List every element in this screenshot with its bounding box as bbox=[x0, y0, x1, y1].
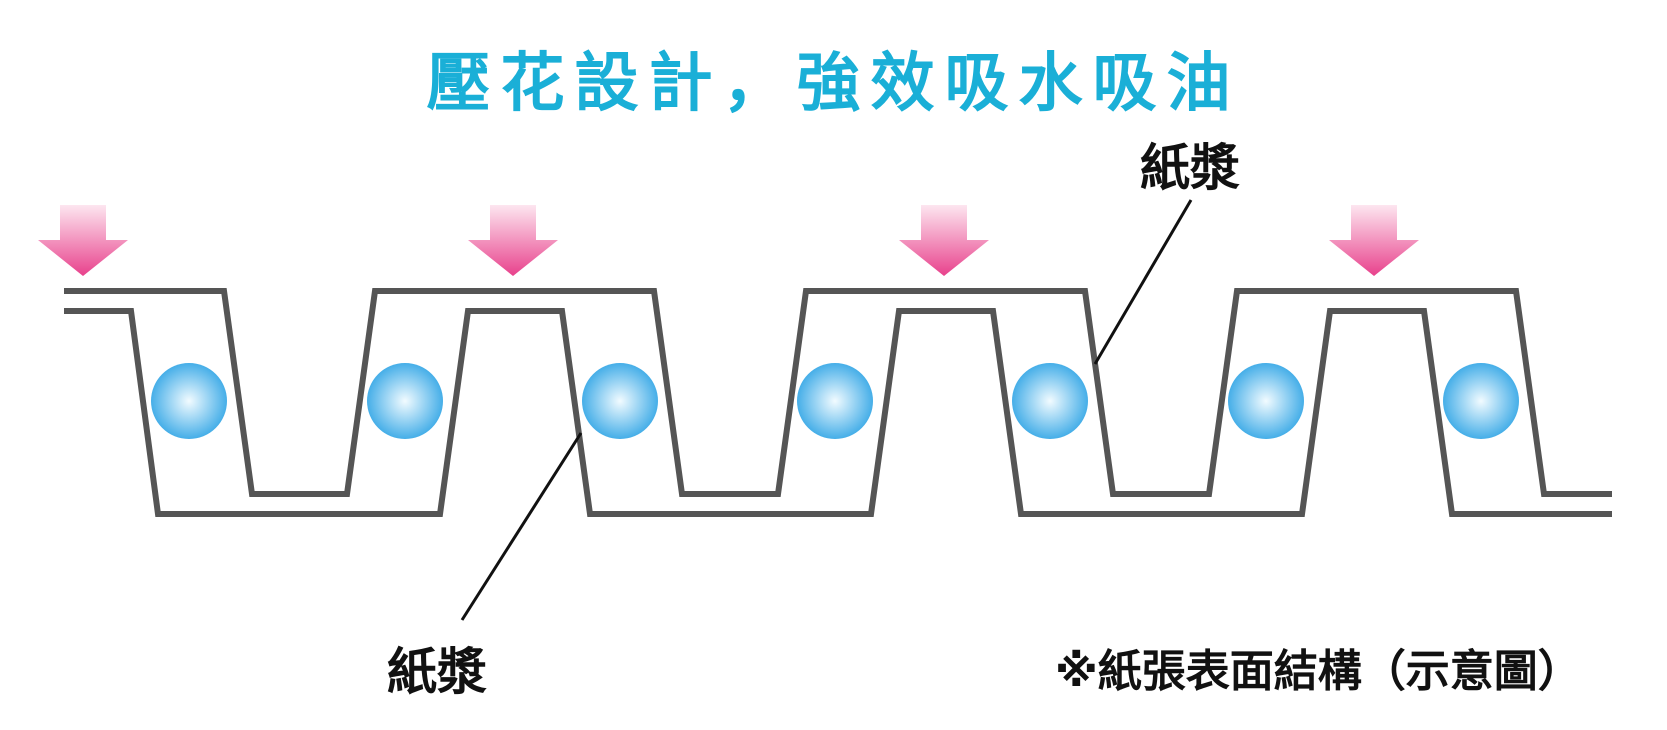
droplet-7 bbox=[1443, 363, 1519, 439]
droplet-6 bbox=[1228, 363, 1304, 439]
structure-note: ※紙張表面結構（示意圖） bbox=[1055, 646, 1582, 697]
press-arrow-3 bbox=[899, 205, 989, 276]
page-title: 壓花設計，強效吸水吸油 bbox=[426, 47, 1241, 121]
droplet-4 bbox=[797, 363, 873, 439]
droplet-5 bbox=[1012, 363, 1088, 439]
press-arrow-2 bbox=[468, 205, 558, 276]
pulp-label-bottom: 紙漿 bbox=[387, 643, 487, 701]
press-arrow-1 bbox=[38, 205, 128, 276]
droplet-3 bbox=[582, 363, 658, 439]
pulp-bottom-leader-line bbox=[460, 432, 583, 621]
press-arrow-4 bbox=[1329, 205, 1419, 276]
pulp-label-top: 紙漿 bbox=[1140, 139, 1240, 197]
droplet-2 bbox=[367, 363, 443, 439]
absorbed-droplets bbox=[151, 363, 1519, 439]
droplet-1 bbox=[151, 363, 227, 439]
press-arrows bbox=[38, 205, 1419, 276]
pulp-top-leader-line bbox=[1093, 199, 1193, 365]
paper-pulp-upper-line bbox=[64, 288, 1612, 497]
paper-pulp-lower-line bbox=[64, 308, 1612, 517]
